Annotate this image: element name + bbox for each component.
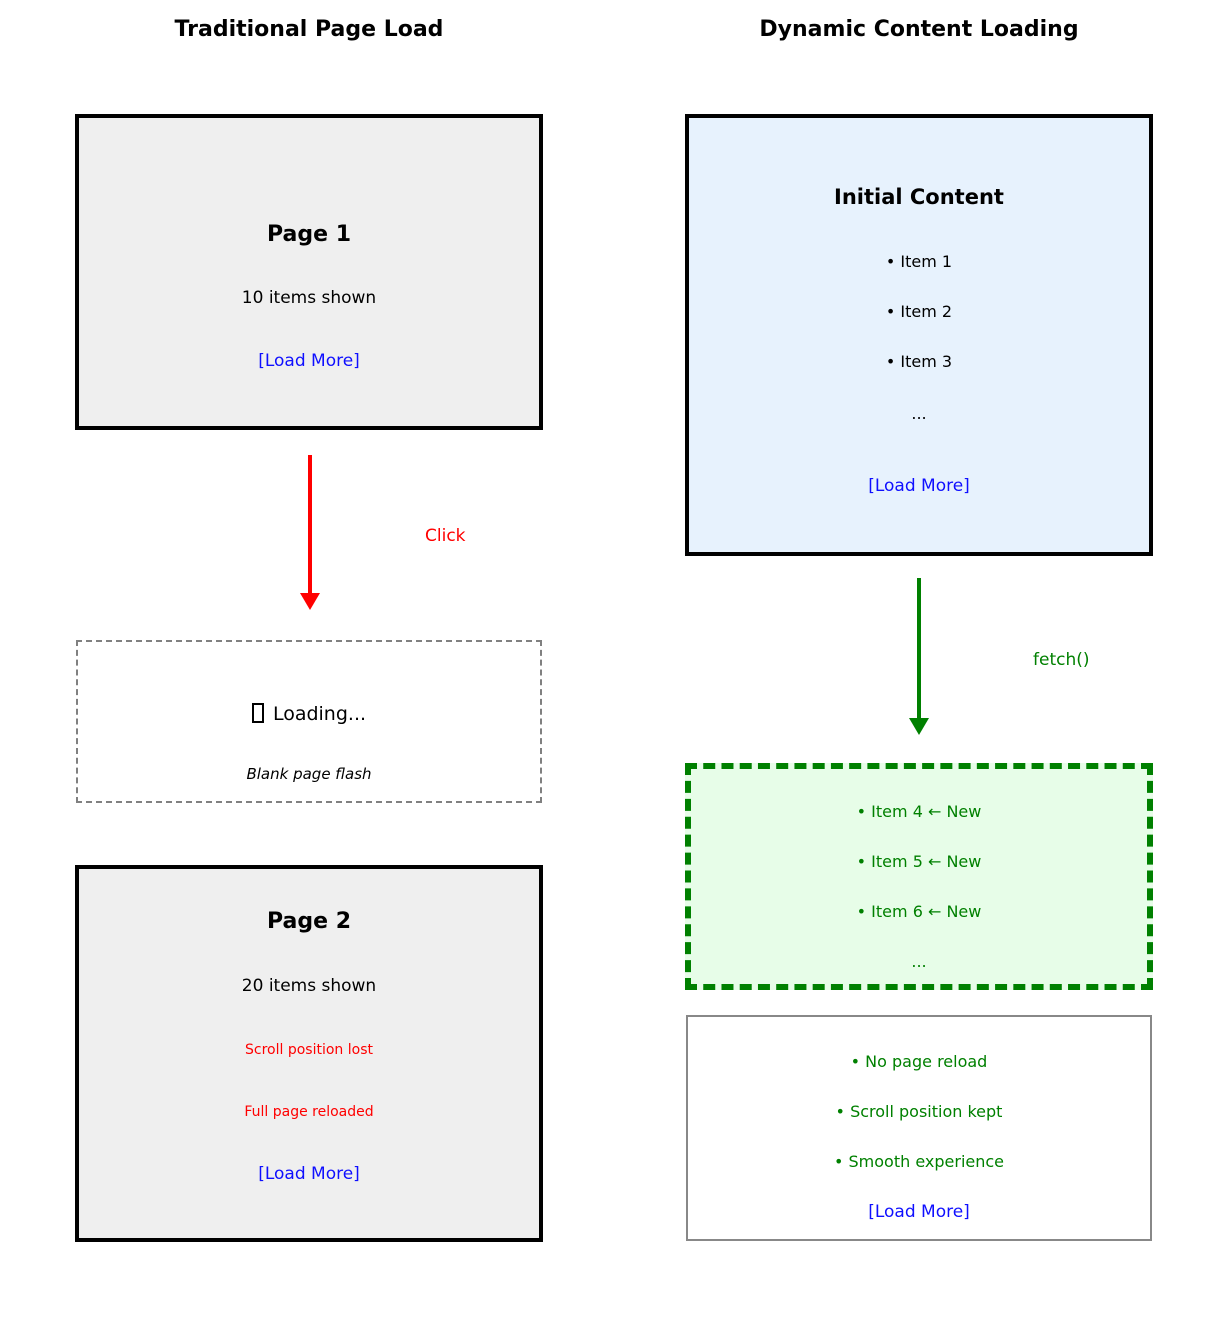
initial-item-2: • Item 2: [885, 302, 953, 321]
page2-heading: Page 2: [266, 909, 351, 934]
fetch-arrow-head: [909, 718, 929, 735]
click-arrow-label: Click: [425, 526, 466, 546]
page2-warning-scroll: Scroll position lost: [245, 1042, 373, 1058]
benefits-load-more-link[interactable]: [Load More]: [868, 1202, 970, 1222]
left-column-title: Traditional Page Load: [174, 17, 444, 42]
benefits-box: • No page reload • Scroll position kept …: [686, 1015, 1152, 1241]
fetch-arrow-line: [917, 578, 921, 718]
page2-load-more-link[interactable]: [Load More]: [258, 1164, 360, 1184]
loading-box: Loading... Blank page flash: [76, 640, 542, 803]
page1-heading: Page 1: [266, 222, 351, 247]
benefit-no-reload: • No page reload: [850, 1052, 988, 1071]
loading-text-line: Loading...: [78, 703, 540, 726]
page2-box: Page 2 20 items shown Scroll position lo…: [75, 865, 543, 1242]
hourglass-missing-glyph-icon: [251, 703, 264, 723]
initial-load-more-link[interactable]: [Load More]: [868, 476, 970, 496]
page2-status: 20 items shown: [241, 976, 377, 996]
initial-content-box: Initial Content • Item 1 • Item 2 • Item…: [685, 114, 1153, 556]
initial-content-heading: Initial Content: [834, 185, 1004, 209]
click-arrow-line: [308, 455, 312, 593]
fetch-arrow-label: fetch(): [1033, 650, 1090, 670]
initial-item-1: • Item 1: [885, 252, 953, 271]
new-item-6: • Item 6 ← New: [856, 902, 982, 921]
new-item-4: • Item 4 ← New: [856, 802, 982, 821]
page1-load-more-link[interactable]: [Load More]: [258, 351, 360, 371]
benefit-smooth: • Smooth experience: [833, 1152, 1005, 1171]
new-item-ellipsis: ...: [911, 952, 927, 971]
initial-item-ellipsis: ...: [911, 404, 927, 423]
loading-label: Loading...: [272, 703, 367, 725]
new-item-5: • Item 5 ← New: [856, 852, 982, 871]
page1-box: Page 1 10 items shown [Load More]: [75, 114, 543, 430]
page1-status: 10 items shown: [241, 288, 377, 308]
blank-page-note: Blank page flash: [246, 765, 372, 783]
initial-item-3: • Item 3: [885, 352, 953, 371]
click-arrow-head: [300, 593, 320, 610]
benefit-scroll-kept: • Scroll position kept: [835, 1102, 1003, 1121]
right-column-title: Dynamic Content Loading: [759, 17, 1079, 42]
page2-warning-reload: Full page reloaded: [244, 1104, 374, 1120]
new-items-box: • Item 4 ← New • Item 5 ← New • Item 6 ←…: [685, 763, 1153, 990]
